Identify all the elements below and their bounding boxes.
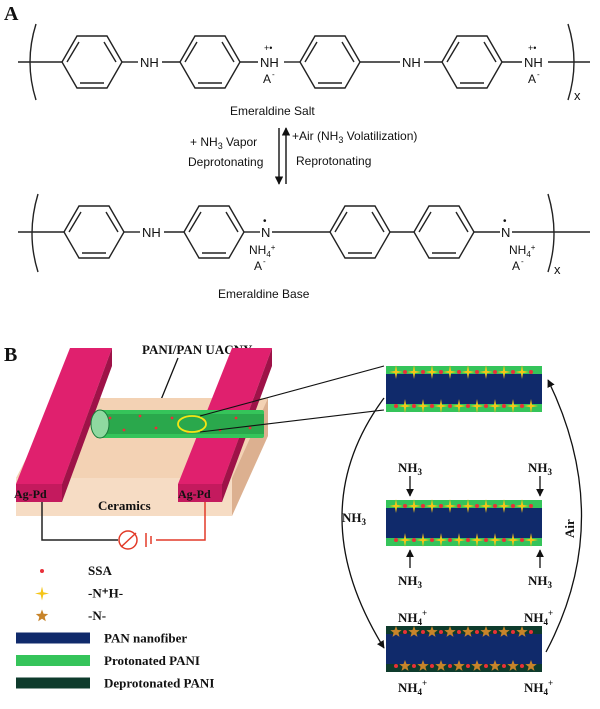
legend-item-2: -N- [35, 608, 106, 623]
base-nh4-1: NH4+ [249, 243, 276, 259]
arrow-right-line1: +Air (NH3 Volatilization) [292, 129, 417, 145]
ammeter-icon [118, 530, 138, 550]
nanofiber-yarn [90, 409, 264, 439]
nh3-cycle-arrow [341, 397, 385, 649]
base-n-1: N [261, 225, 270, 240]
base-subscript-x: x [554, 262, 561, 277]
legend-label-4: Protonated PANI [104, 653, 200, 668]
arrow-left-line2: Deprotonating [188, 155, 263, 169]
salt-subscript-x: x [574, 88, 581, 103]
salt-nh-plus-2: NH [524, 55, 543, 70]
salt-nh-plus-1: NH [260, 55, 279, 70]
state-protonated [386, 365, 542, 413]
emeraldine-base-structure [18, 193, 590, 273]
air-cycle-arrow [545, 379, 583, 653]
legend-item-4: Protonated PANI [16, 653, 200, 668]
panel-a-label: A [4, 3, 19, 25]
salt-name: Emeraldine Salt [230, 104, 315, 118]
device-title: PANI/PAN UACNY [142, 342, 253, 357]
svg-text:•: • [503, 216, 507, 227]
panel-b-label: B [4, 344, 17, 366]
svg-text:-: - [272, 70, 275, 79]
legend-item-0: SSA [40, 563, 112, 578]
salt-anion-1: A [263, 72, 271, 86]
nh4-top-right: NH4+ [524, 608, 553, 627]
nh3-bottom-left: NH3 [398, 573, 423, 590]
nh4-top-left: NH4+ [398, 608, 427, 627]
base-anion-2: A [512, 259, 520, 273]
svg-text:•: • [263, 216, 267, 227]
nh3-top-right: NH3 [528, 460, 553, 477]
state-nh3-exposed [386, 499, 542, 547]
salt-anion-2: A [528, 72, 536, 86]
salt-nh-2: NH [402, 55, 421, 70]
nh4-bottom-right: NH4+ [524, 678, 553, 697]
base-anion-1: A [254, 259, 262, 273]
nh3-bottom-right: NH3 [528, 573, 553, 590]
salt-radical-2: +• [528, 43, 536, 53]
base-nh4-2: NH4+ [509, 243, 536, 259]
legend-label-0: SSA [88, 563, 112, 578]
svg-text:-: - [521, 257, 524, 266]
electrode-left: Ag-Pd [14, 348, 112, 502]
base-name: Emeraldine Base [218, 287, 310, 301]
nh3-top-left: NH3 [398, 460, 423, 477]
legend-item-5: Deprotonated PANI [16, 676, 214, 691]
emeraldine-salt-structure [18, 23, 590, 101]
legend-label-1: -N⁺H- [88, 586, 123, 601]
air-cycle-label: Air [562, 519, 577, 538]
equilibrium-arrows [274, 127, 291, 185]
electrode-left-label: Ag-Pd [14, 487, 47, 501]
salt-radical-1: +• [264, 43, 272, 53]
salt-nh-1: NH [140, 55, 159, 70]
arrow-left-line1: + NH3 Vapor [190, 135, 257, 151]
legend-label-2: -N- [88, 608, 106, 623]
legend-label-5: Deprotonated PANI [104, 676, 214, 691]
legend-label-3: PAN nanofiber [104, 631, 187, 646]
nh3-cycle-label: NH3 [342, 510, 367, 527]
substrate-label: Ceramics [98, 498, 151, 513]
arrow-right-line2: Reprotonating [296, 154, 371, 168]
measurement-circuit [41, 502, 206, 550]
svg-text:-: - [537, 70, 540, 79]
legend-item-1: -N⁺H- [35, 586, 123, 601]
base-n-2: N [501, 225, 510, 240]
state-deprotonated [386, 626, 542, 672]
nh4-bottom-left: NH4+ [398, 678, 427, 697]
electrode-right-label: Ag-Pd [178, 487, 211, 501]
base-nh-1: NH [142, 225, 161, 240]
legend-item-3: PAN nanofiber [16, 631, 187, 646]
svg-text:-: - [263, 257, 266, 266]
